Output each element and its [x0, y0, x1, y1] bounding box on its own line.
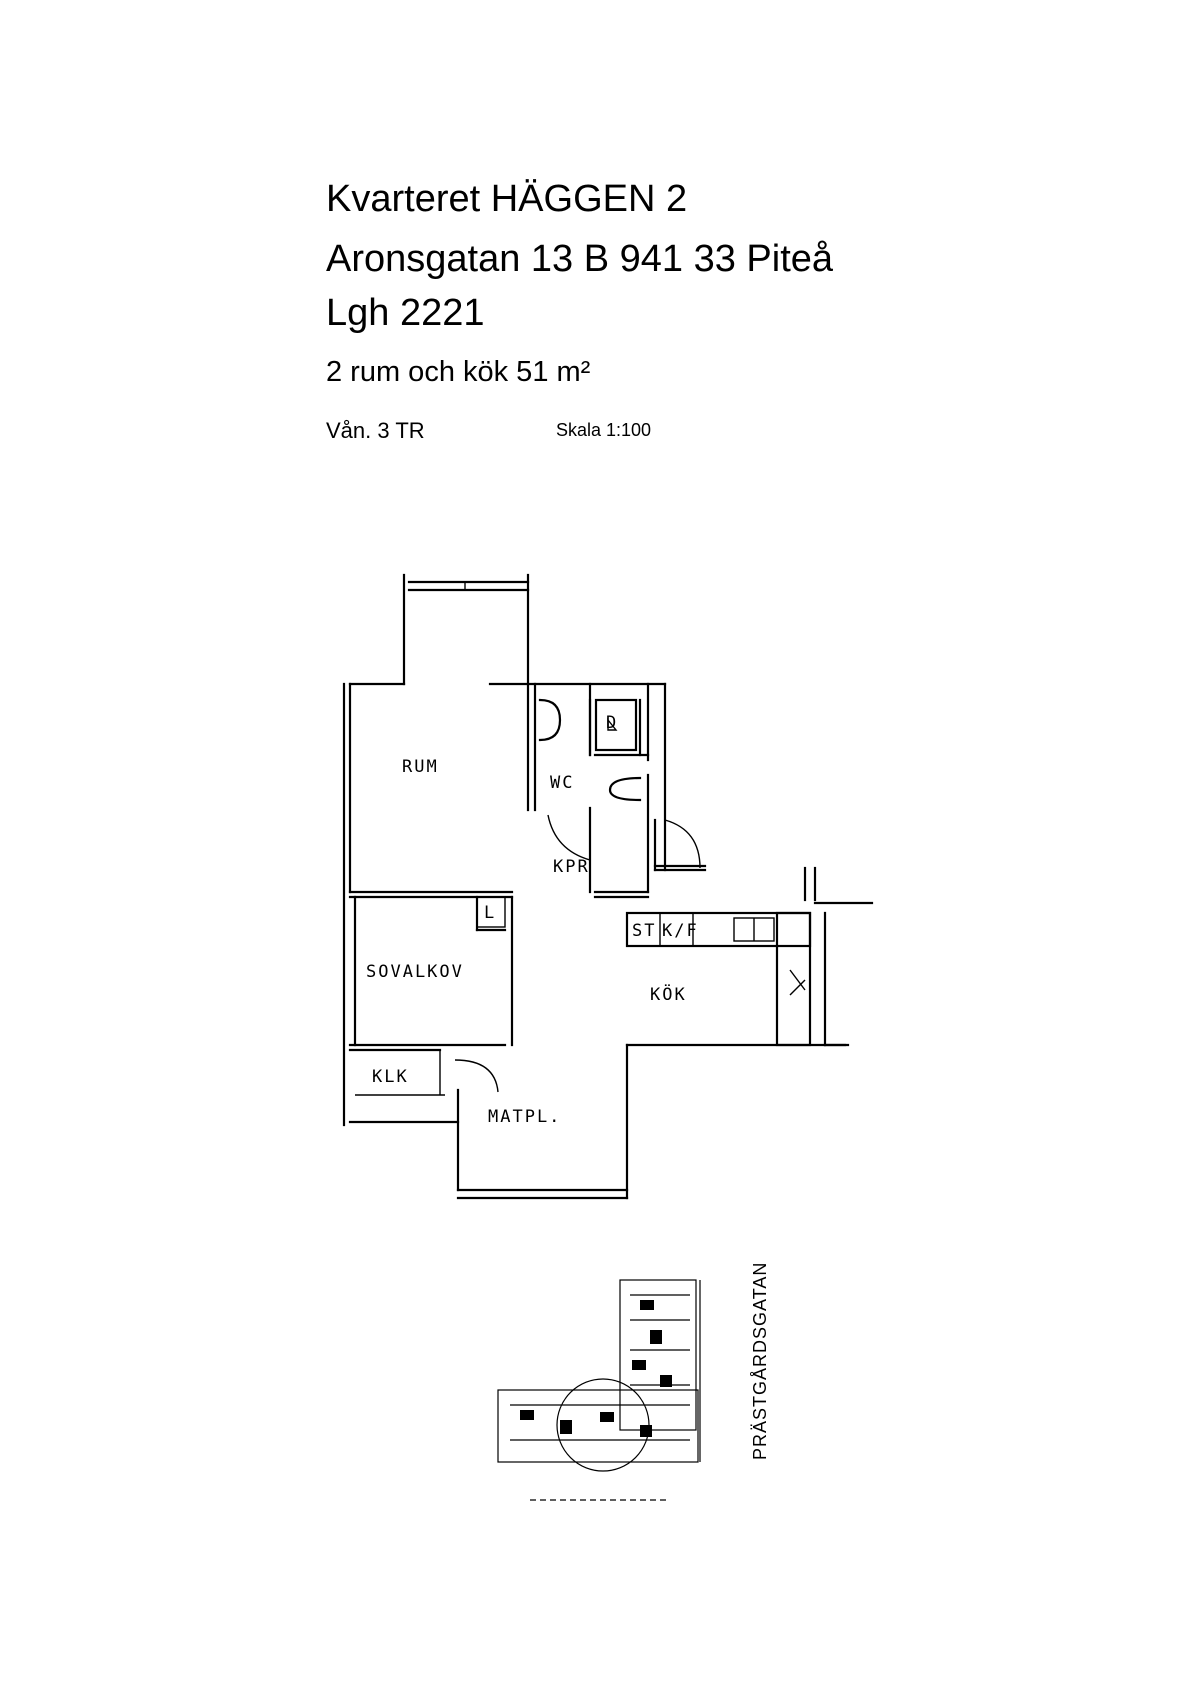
counter-label-st: ST: [632, 921, 656, 941]
block-title: Kvarteret HÄGGEN 2: [326, 178, 688, 220]
kitchen-counter: [625, 911, 812, 1047]
room-label-wc: WC: [550, 773, 574, 793]
room-label-matpl: MATPL.: [488, 1107, 561, 1127]
closet-label-d: D: [606, 713, 618, 733]
floor-level: Vån. 3 TR: [326, 418, 425, 443]
room-label-kpr: KPR: [553, 857, 590, 877]
exterior-walls: [342, 682, 874, 1200]
bathroom-fixtures: [476, 698, 642, 928]
scale-label: Skala 1:100: [556, 420, 652, 440]
room-label-klk: KLK: [372, 1067, 409, 1087]
balcony: [402, 573, 530, 686]
room-label-rum: RUM: [402, 757, 439, 777]
address: Aronsgatan 13 B 941 33 Piteå: [326, 238, 834, 280]
closet-label-l: L: [484, 903, 496, 923]
room-label-kok: KÖK: [650, 983, 687, 1005]
apartment-number: Lgh 2221: [326, 292, 485, 334]
floor-plan: RUM WC KPR SOVALKOV KÖK KLK MATPL. ST K/…: [342, 573, 874, 1200]
room-label-sovalkov: SOVALKOV: [366, 962, 464, 982]
street-label-prastgardsgatan: PRÄSTGÅRDSGATAN: [750, 1262, 770, 1460]
rooms-area: 2 rum och kök 51 m²: [326, 356, 591, 388]
apartment-location-marker: [556, 1378, 650, 1472]
doors: [355, 814, 701, 1096]
counter-label-kf: K/F: [662, 921, 699, 941]
site-plan: PRÄSTGÅRDSGATAN: [497, 1262, 770, 1501]
